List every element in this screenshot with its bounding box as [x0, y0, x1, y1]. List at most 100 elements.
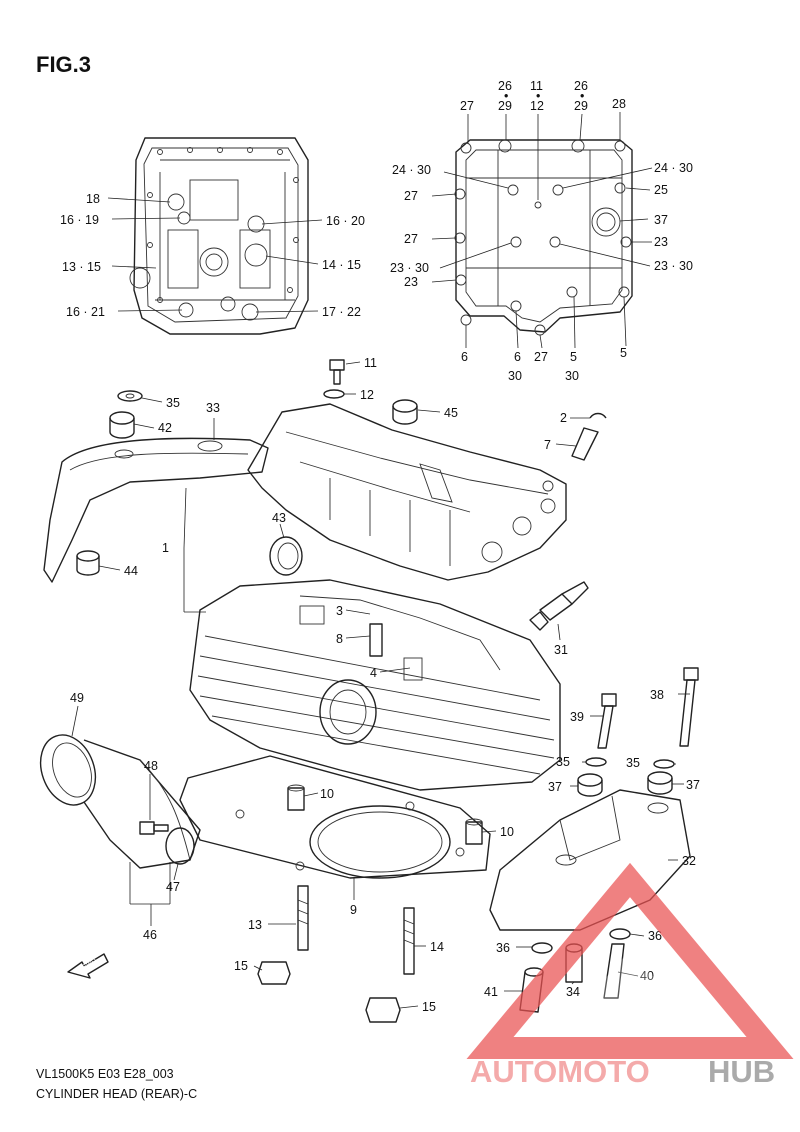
callout: 27 — [460, 99, 474, 113]
watermark-text-1: AUTOMOTO — [470, 1054, 650, 1089]
washer-36-right — [609, 928, 631, 940]
callout: 6 — [461, 350, 468, 364]
washer-12 — [323, 389, 345, 399]
spark-plug-31 — [529, 581, 589, 631]
bolt-40 — [603, 943, 625, 999]
callout: 31 — [554, 643, 568, 657]
grommet-37-right — [647, 771, 673, 795]
head-cover — [247, 403, 567, 581]
callout: 15 — [234, 959, 248, 973]
cap-45 — [392, 399, 418, 425]
bolt-39 — [597, 693, 617, 749]
stud-13 — [297, 885, 309, 951]
callout: 42 — [158, 421, 172, 435]
callout: 10 — [320, 787, 334, 801]
callout: 36 — [496, 941, 510, 955]
callout: 12 — [360, 388, 374, 402]
figure-title: FIG.3 — [36, 52, 91, 77]
grommet-37-mid — [577, 773, 603, 797]
callout: 3 — [336, 604, 343, 618]
bolt-38 — [679, 667, 699, 747]
washer-35-right — [653, 759, 675, 769]
callout: 49 — [70, 691, 84, 705]
leaders-main — [71, 361, 690, 1009]
callout: 24 · 30 — [392, 163, 431, 177]
callout: 34 — [566, 985, 580, 999]
callout: 33 — [206, 401, 220, 415]
callout: 16 · 21 — [66, 305, 105, 319]
callout: 30 — [565, 369, 579, 383]
nut-15-right — [365, 997, 401, 1023]
callout: 35 — [626, 756, 640, 770]
callout: 29 — [574, 99, 588, 113]
callout: 13 · 15 — [62, 260, 101, 274]
callout: 29 — [498, 99, 512, 113]
callout: 35 — [166, 396, 180, 410]
svg-text:•: • — [504, 89, 508, 103]
callout: 11 — [530, 79, 543, 93]
intake-pipe — [39, 734, 201, 869]
pin-7 — [571, 427, 599, 461]
callout: 15 — [422, 1000, 436, 1014]
grommet-44 — [76, 550, 100, 576]
callout: 36 — [648, 929, 662, 943]
callout: 9 — [350, 903, 357, 917]
callout: 8 — [336, 632, 343, 646]
cylinder-head — [189, 579, 561, 791]
callout-labels: 26 • 29 11 • 12 26 • 29 27 28 24 · 30 24… — [60, 79, 700, 1014]
callout: 30 — [508, 369, 522, 383]
gasket-9 — [179, 755, 491, 879]
bracket-1 — [183, 487, 206, 613]
callout: 27 — [404, 232, 418, 246]
callout: 23 · 30 — [654, 259, 693, 273]
callout: 13 — [248, 918, 262, 932]
seal-43 — [269, 536, 303, 576]
fwd-arrow-icon: FWD — [67, 953, 109, 979]
head-top-view — [129, 137, 309, 335]
svg-text:•: • — [536, 89, 540, 103]
callout: 37 — [654, 213, 668, 227]
callout: 7 — [544, 438, 551, 452]
callout: 47 — [166, 880, 180, 894]
callout: 35 — [556, 755, 570, 769]
callout: 37 — [548, 780, 562, 794]
callout: 27 — [404, 189, 418, 203]
callout: 24 · 30 — [654, 161, 693, 175]
callout: 1 — [162, 541, 169, 555]
dowel-10a — [287, 784, 305, 811]
callout: 37 — [686, 778, 700, 792]
washer-36-left — [531, 942, 553, 954]
callout: 44 — [124, 564, 138, 578]
callout: 41 — [484, 985, 498, 999]
watermark-text-2: HUB — [708, 1054, 775, 1089]
callout: 14 — [430, 940, 444, 954]
stud-14 — [403, 907, 415, 975]
callout: 10 — [500, 825, 514, 839]
callout: 40 — [640, 969, 654, 983]
callout: 43 — [272, 511, 286, 525]
callout: 46 — [143, 928, 157, 942]
leaders-top-left — [107, 197, 323, 313]
guide-8 — [369, 623, 383, 657]
washer-35-top — [117, 390, 143, 402]
callout: 32 — [682, 854, 696, 868]
callout: 6 — [514, 350, 521, 364]
callout: 16 · 20 — [326, 214, 365, 228]
callout: 27 — [534, 350, 548, 364]
callout: 45 — [444, 406, 458, 420]
figure-caption: CYLINDER HEAD (REAR)-C — [36, 1087, 197, 1101]
head-base-view — [454, 139, 633, 336]
callout: 48 — [144, 759, 158, 773]
callout: 5 — [570, 350, 577, 364]
callout: 25 — [654, 183, 668, 197]
callout: 12 — [530, 99, 544, 113]
callout: 2 — [560, 411, 567, 425]
callout: 23 — [654, 235, 668, 249]
callout: 38 — [650, 688, 664, 702]
watermark-triangle-icon — [466, 862, 794, 1059]
watermark: AUTOMOTO HUB — [466, 862, 794, 1089]
grommet-42 — [109, 411, 135, 439]
callout: 26 — [574, 79, 588, 93]
callout: 26 — [498, 79, 512, 93]
